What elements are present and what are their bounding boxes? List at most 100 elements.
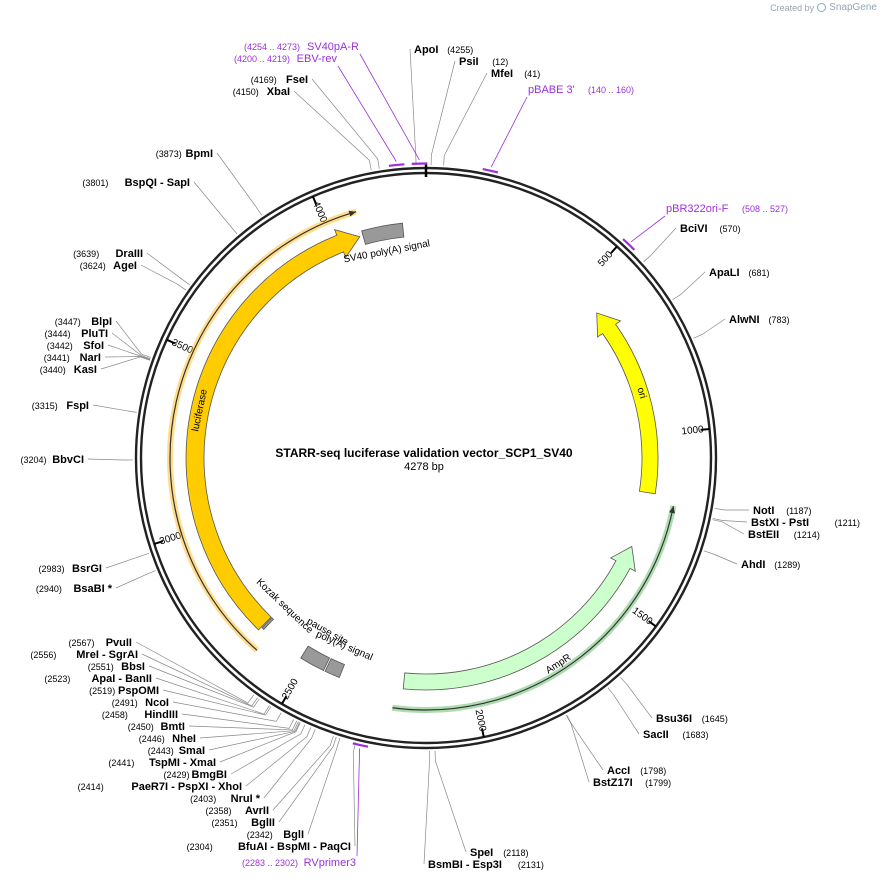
feature-kozak-sequence xyxy=(261,617,274,630)
enzyme-pos-bsrgi: (2983) xyxy=(38,564,64,574)
enzyme-leader-mfei xyxy=(443,72,488,166)
enzyme-name-blpi: BlpI xyxy=(91,316,112,328)
enzyme-pos-bspqi-sapi: (3801) xyxy=(82,178,108,188)
enzyme-leader-tspmi-xmai xyxy=(219,722,301,763)
tick-label-1500: 1500 xyxy=(630,605,655,627)
enzyme-pos-noti: (1187) xyxy=(786,506,811,516)
tick-2500 xyxy=(281,695,288,705)
enzyme-leader-hindiii xyxy=(181,713,295,729)
tick-label-2500: 2500 xyxy=(280,677,301,702)
enzyme-pos-avrii: (2358) xyxy=(205,806,231,816)
enzyme-leader-apali xyxy=(672,271,706,301)
enzyme-leader-blpi xyxy=(115,320,151,358)
enzyme-leader-apai-banii xyxy=(155,677,270,715)
enzyme-leader-sfoi xyxy=(107,344,151,360)
enzyme-leader-ncoi xyxy=(172,701,282,722)
enzyme-pos-draiii: (3639) xyxy=(73,249,99,259)
tick-4000 xyxy=(311,196,318,206)
tick-1500 xyxy=(648,620,657,628)
enzyme-leader-avrii xyxy=(272,735,334,811)
enzyme-pos-bsabi: (2940) xyxy=(36,584,62,594)
snapgene-logo-icon xyxy=(817,3,827,12)
primer-range-pbabe-3: (140 .. 160) xyxy=(588,85,634,95)
enzyme-leader-pluti xyxy=(111,332,151,359)
enzyme-pos-hindiii: (2458) xyxy=(102,710,128,720)
enzyme-pos-bbvci: (3204) xyxy=(20,455,46,465)
plasmid-name: STARR-seq luciferase validation vector_S… xyxy=(275,446,573,460)
enzyme-leader-xbai xyxy=(293,90,372,171)
enzyme-name-bsrgi: BsrGI xyxy=(72,563,102,575)
tick-label-1000: 1000 xyxy=(681,424,705,437)
enzyme-pos-nari: (3441) xyxy=(44,353,70,363)
enzyme-pos-fsei: (4169) xyxy=(251,75,277,85)
enzyme-leader-fspi xyxy=(92,404,137,413)
enzyme-name-alwni: AlwNI xyxy=(729,314,760,326)
enzyme-pos-nrui: (2403) xyxy=(190,794,216,804)
enzyme-pos-mrei-sgrai: (2556) xyxy=(30,650,56,660)
enzyme-name-agei: AgeI xyxy=(113,260,137,272)
enzyme-pos-fspi: (3315) xyxy=(32,401,58,411)
enzyme-name-hindiii: HindIII xyxy=(144,709,178,721)
enzyme-leader-bsrgi xyxy=(105,552,150,569)
credit-brand: SnapGene xyxy=(829,2,877,13)
enzyme-leader-bbsi xyxy=(148,665,260,708)
enzyme-pos-bgli: (2342) xyxy=(247,830,273,840)
enzyme-pos-mfei: (41) xyxy=(524,69,540,79)
enzyme-name-noti: NotI xyxy=(753,505,774,517)
enzyme-name-bspqi-sapi: BspQI - SapI xyxy=(125,177,190,189)
enzyme-pos-spei: (2118) xyxy=(503,848,528,858)
enzyme-name-bsteii: BstEII xyxy=(748,529,779,541)
feature-luciferase xyxy=(185,229,361,631)
primer-name-pbr322ori-f: pBR322ori-F xyxy=(666,203,729,215)
enzyme-pos-bsmbi-esp3i: (2131) xyxy=(518,860,544,870)
enzyme-pos-bsteii: (1214) xyxy=(794,530,820,540)
enzyme-leader-spei xyxy=(434,750,467,853)
enzyme-name-pspomi: PspOMI xyxy=(118,685,159,697)
enzyme-name-mrei-sgrai: MreI - SgrAI xyxy=(76,649,138,661)
enzyme-name-kasi: KasI xyxy=(74,364,97,376)
primer-name-ebv-rev: EBV-rev xyxy=(297,53,338,65)
tick-3500 xyxy=(166,338,176,345)
enzyme-leader-bsteii xyxy=(712,519,745,535)
enzyme-pos-pluti: (3444) xyxy=(44,329,70,339)
primer-marks xyxy=(352,162,636,748)
enzyme-leader-noti xyxy=(714,507,750,511)
enzyme-name-bbsi: BbsI xyxy=(121,661,145,673)
enzyme-name-acci: AccI xyxy=(607,765,630,777)
enzyme-name-nrui: NruI * xyxy=(231,793,261,805)
enzyme-pos-bmti: (2450) xyxy=(128,722,154,732)
enzyme-leader-bglii xyxy=(278,736,337,823)
enzyme-leader-bsabi xyxy=(115,570,156,589)
feature-pause-site xyxy=(300,645,331,672)
primer-mark-pbr322ori-f xyxy=(622,238,636,251)
feature-poly-a-signal xyxy=(324,658,346,679)
enzyme-leader-bfuai-bspmi-paqci xyxy=(352,742,357,847)
enzyme-name-bsu36i: Bsu36I xyxy=(656,713,692,725)
primer-leader-rvprimer3 xyxy=(356,748,360,857)
enzyme-pos-psii: (12) xyxy=(492,57,508,67)
enzyme-name-apoi: ApoI xyxy=(414,44,438,56)
plasmid-length: 4278 bp xyxy=(404,461,444,473)
enzyme-pos-nhei: (2446) xyxy=(139,734,165,744)
enzyme-name-draiii: DraIII xyxy=(115,248,143,260)
primer-range-pbr322ori-f: (508 .. 527) xyxy=(742,204,788,214)
enzyme-pos-sfoi: (3442) xyxy=(47,341,73,351)
enzyme-pos-bstxi-psti: (1211) xyxy=(835,518,860,528)
enzyme-pos-acci: (1798) xyxy=(640,766,666,776)
enzyme-name-bsabi: BsaBI * xyxy=(73,583,112,595)
enzyme-leader-bpmi xyxy=(216,152,263,216)
primer-mark-pbabe-3 xyxy=(482,167,499,174)
enzyme-name-nhei: NheI xyxy=(172,733,196,745)
primer-leader-sv40pa-r xyxy=(359,53,420,161)
enzyme-leader-bmti xyxy=(188,720,298,731)
enzyme-name-pvuii: PvuII xyxy=(106,637,132,649)
enzyme-name-spei: SpeI xyxy=(470,847,493,859)
enzyme-name-apali: ApaLI xyxy=(709,267,740,279)
enzyme-leader-bstxi-psti xyxy=(712,518,748,523)
enzyme-name-bsmbi-esp3i: BsmBI - Esp3I xyxy=(428,859,502,871)
enzyme-leader-nrui xyxy=(263,729,316,799)
enzyme-name-bgli: BglI xyxy=(283,829,304,841)
primer-mark-rvprimer3 xyxy=(352,742,369,748)
primer-mark-ebv-rev xyxy=(388,163,405,167)
enzyme-leader-psii xyxy=(430,60,456,166)
